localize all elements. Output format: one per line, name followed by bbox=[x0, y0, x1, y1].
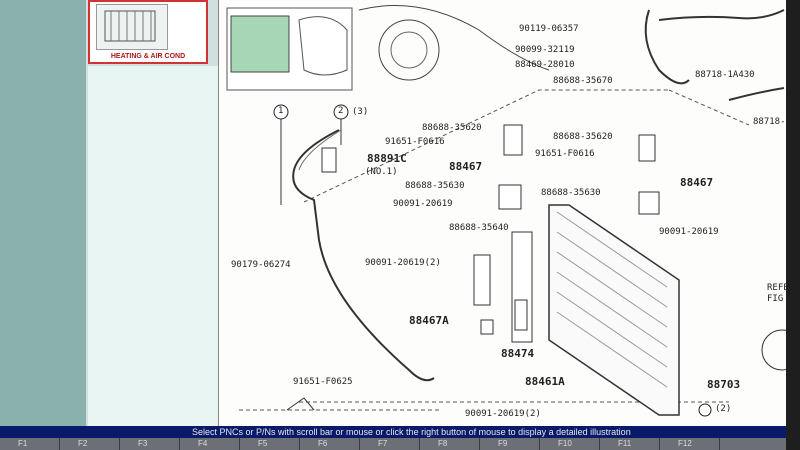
part-88688-35640[interactable]: 88688-35640 bbox=[449, 223, 509, 233]
part-88467A[interactable]: 88467A bbox=[409, 314, 449, 327]
part-88688-35670[interactable]: 88688-35670 bbox=[553, 76, 613, 86]
list-panel bbox=[88, 66, 220, 426]
part-90091-20619-c[interactable]: 90091-20619(2) bbox=[365, 258, 441, 268]
part-88688-35620-b[interactable]: 88688-35620 bbox=[553, 132, 613, 142]
part-88703-qty: (2) bbox=[715, 404, 732, 414]
fkey-7[interactable]: F7 bbox=[360, 438, 420, 450]
part-88469-28010[interactable]: 88469-28010 bbox=[515, 60, 575, 70]
part-88718-1A430[interactable]: 88718-1A430 bbox=[695, 70, 755, 80]
fkey-9[interactable]: F9 bbox=[480, 438, 540, 450]
callout-2[interactable]: 2 bbox=[338, 106, 344, 116]
part-91651-F0616-b[interactable]: 91651-F0616 bbox=[535, 149, 595, 159]
part-88461A[interactable]: 88461A bbox=[525, 375, 565, 388]
function-key-bar: F1 F2 F3 F4 F5 F6 F7 F8 F9 F10 F11 F12 bbox=[0, 438, 786, 450]
part-88467-b[interactable]: 88467 bbox=[680, 176, 714, 189]
part-88467-a[interactable]: 88467 bbox=[449, 160, 483, 173]
parts-diagram[interactable]: 1 2 (3) 90119-06357 90099-32119 88469-28… bbox=[218, 0, 800, 426]
part-88891C[interactable]: 88891C bbox=[367, 152, 407, 165]
fkey-1[interactable]: F1 bbox=[0, 438, 60, 450]
part-90091-20619-b[interactable]: 90091-20619 bbox=[659, 227, 719, 237]
thumbnail-illustration bbox=[96, 4, 168, 50]
group-thumbnail-card[interactable]: HEATING & AIR COND bbox=[88, 0, 208, 64]
part-90119-06357[interactable]: 90119-06357 bbox=[519, 24, 579, 34]
fkey-11[interactable]: F11 bbox=[600, 438, 660, 450]
fkey-10[interactable]: F10 bbox=[540, 438, 600, 450]
part-90179-06274[interactable]: 90179-06274 bbox=[231, 260, 291, 270]
status-message: Select PNCs or P/Ns with scroll bar or m… bbox=[192, 427, 631, 437]
diagram-drawing bbox=[226, 5, 787, 417]
fkey-8[interactable]: F8 bbox=[420, 438, 480, 450]
fkey-6[interactable]: F6 bbox=[300, 438, 360, 450]
fkey-3[interactable]: F3 bbox=[120, 438, 180, 450]
status-bar: Select PNCs or P/Ns with scroll bar or m… bbox=[0, 426, 786, 438]
thumbnail-caption: HEATING & AIR COND bbox=[110, 53, 186, 60]
fkey-2[interactable]: F2 bbox=[60, 438, 120, 450]
fkey-5[interactable]: F5 bbox=[240, 438, 300, 450]
callout-1[interactable]: 1 bbox=[278, 106, 284, 116]
callout-2-qty: (3) bbox=[352, 107, 369, 117]
part-88688-35620-a[interactable]: 88688-35620 bbox=[422, 123, 482, 133]
part-90099-32119[interactable]: 90099-32119 bbox=[515, 45, 575, 55]
fkey-12[interactable]: F12 bbox=[660, 438, 720, 450]
part-88891C-note: (NO.1) bbox=[365, 167, 398, 177]
part-91651-F0625[interactable]: 91651-F0625 bbox=[293, 377, 353, 387]
part-90091-bottom[interactable]: 90091-20619(2) bbox=[465, 409, 541, 419]
refer-label: REFER bbox=[767, 283, 795, 293]
part-90091-20619-a[interactable]: 90091-20619 bbox=[393, 199, 453, 209]
part-88474[interactable]: 88474 bbox=[501, 347, 535, 360]
part-88703[interactable]: 88703 bbox=[707, 378, 741, 391]
part-88688-35630-b[interactable]: 88688-35630 bbox=[541, 188, 601, 198]
refer-fig-label[interactable]: FIG 87 bbox=[767, 294, 800, 304]
part-88718[interactable]: 88718- bbox=[753, 117, 786, 127]
left-sidebar bbox=[0, 0, 86, 450]
part-91651-F0616-a[interactable]: 91651-F0616 bbox=[385, 137, 445, 147]
fkey-4[interactable]: F4 bbox=[180, 438, 240, 450]
screen-edge bbox=[786, 0, 800, 450]
part-88688-35630-a[interactable]: 88688-35630 bbox=[405, 181, 465, 191]
